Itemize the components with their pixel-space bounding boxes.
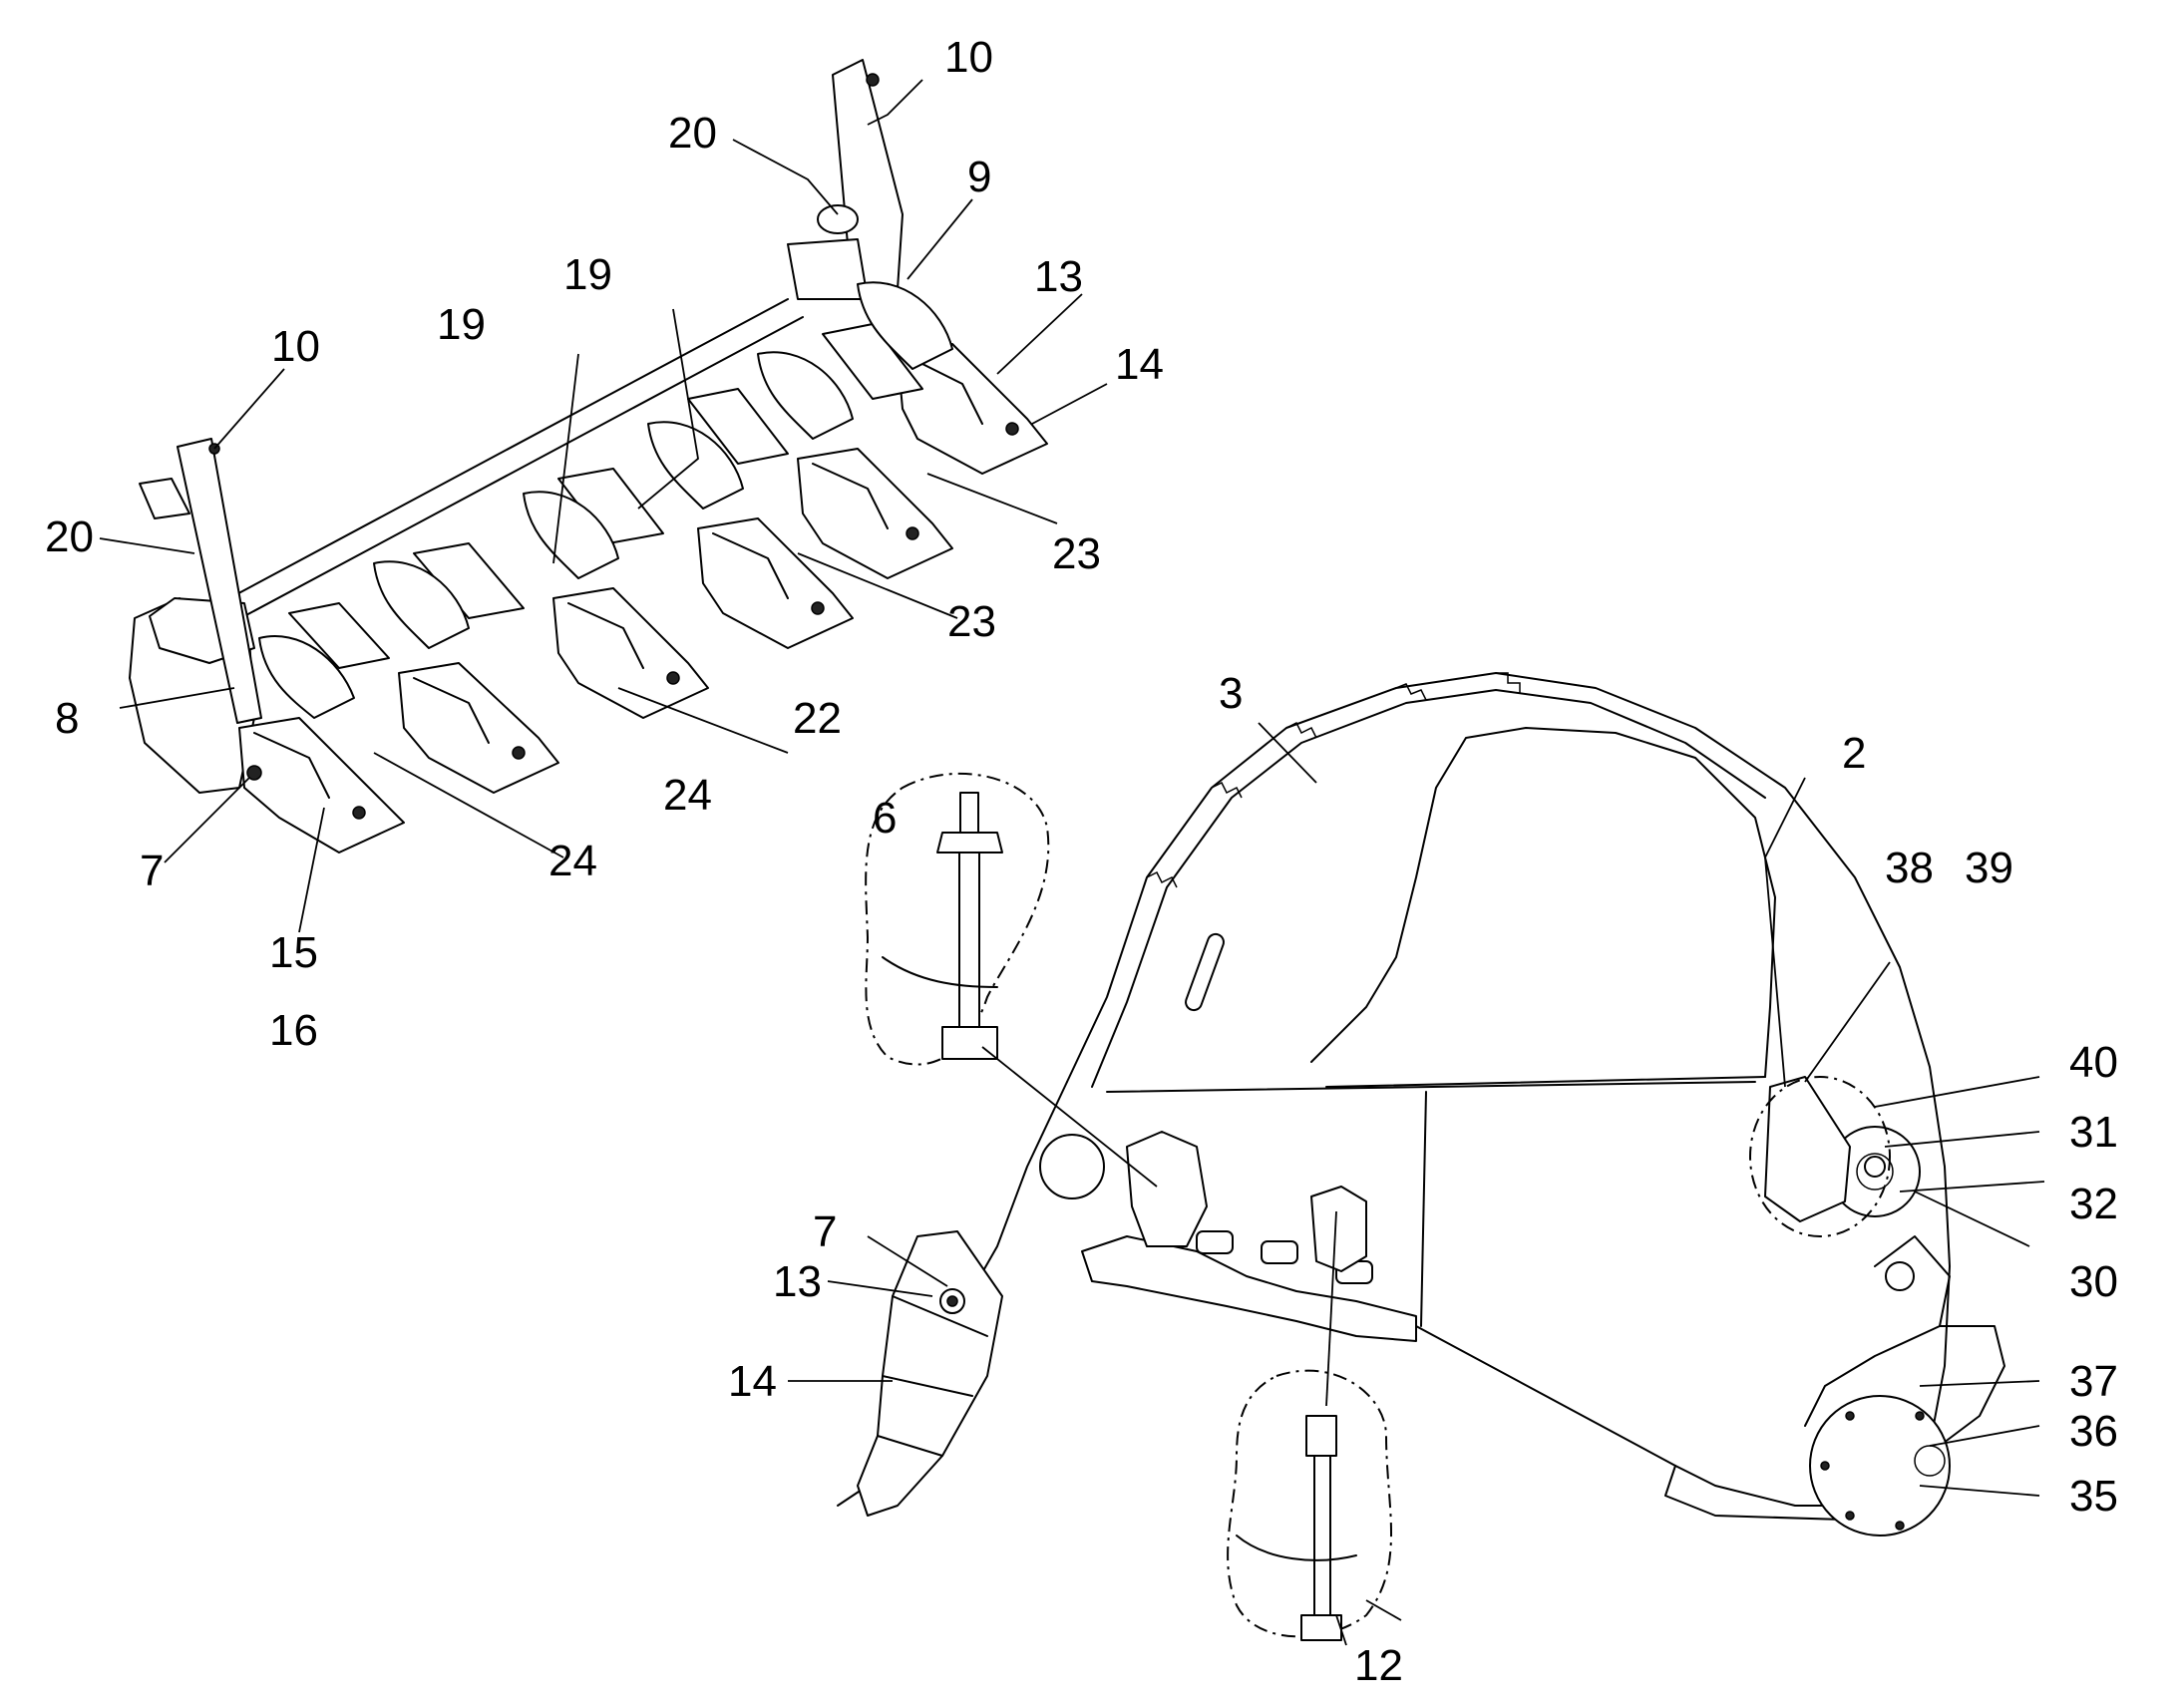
numeral-3: 3: [1219, 669, 1243, 718]
numeral-12: 12: [1354, 1641, 1403, 1690]
numeral-38: 38: [1885, 844, 1934, 892]
numeral-14-top: 14: [1115, 340, 1164, 389]
detail-circle-upper: [1749, 1076, 1891, 1237]
lug-disc-lower: [1809, 1395, 1951, 1537]
leader-lines: [99, 79, 2045, 1646]
numeral-35: 35: [2069, 1472, 2118, 1521]
numeral-31: 31: [2069, 1108, 2118, 1157]
numeral-7-bottom: 7: [813, 1207, 837, 1256]
adapter-6: [897, 343, 1048, 475]
numeral-13-top: 13: [1034, 252, 1083, 301]
numeral-7-left: 7: [140, 847, 164, 895]
side-shroud-left: [177, 438, 262, 724]
numeral-10-left: 10: [271, 322, 320, 371]
lip-assembly: [129, 59, 1048, 854]
tip-assembly: [857, 1230, 1003, 1517]
tooth-row: [258, 281, 953, 719]
numeral-19-top: 19: [563, 250, 612, 299]
numeral-20-top: 20: [668, 109, 717, 158]
numeral-24-lower: 24: [548, 837, 597, 885]
numeral-40: 40: [2069, 1038, 2118, 1087]
numeral-30: 30: [2069, 1257, 2118, 1306]
adapter-2: [398, 662, 559, 794]
numeral-23-lower: 23: [947, 597, 996, 646]
numeral-22: 22: [793, 694, 842, 743]
bucket-side-view: [837, 672, 2005, 1537]
numeral-8: 8: [55, 694, 79, 743]
detail-bolt-6: [865, 772, 1158, 1188]
numeral-15: 15: [269, 928, 318, 977]
numeral-32: 32: [2069, 1180, 2118, 1228]
numeral-39: 39: [1965, 844, 2013, 892]
numeral-37: 37: [2069, 1357, 2118, 1406]
adapter-3: [552, 587, 709, 719]
numeral-24-upper: 24: [663, 771, 712, 820]
reference-numerals: 10 20 9 19 13 14 10 19 20 23 23 8 22 24 …: [45, 33, 2118, 1690]
numeral-13-bottom: 13: [773, 1257, 822, 1306]
numeral-9: 9: [967, 153, 991, 201]
numeral-2: 2: [1842, 729, 1866, 778]
retainer-pins: [208, 73, 1019, 820]
adapter-5: [797, 448, 953, 579]
adapter-4: [697, 517, 854, 649]
numeral-36: 36: [2069, 1407, 2118, 1456]
numeral-20-left: 20: [45, 512, 94, 561]
numeral-14-bottom: 14: [728, 1357, 777, 1406]
numeral-6: 6: [873, 794, 897, 843]
numeral-16: 16: [269, 1006, 318, 1055]
detail-bolt-12: [1227, 1210, 1392, 1641]
adapter-1: [238, 717, 405, 854]
numeral-23-upper: 23: [1052, 529, 1101, 578]
numeral-10-top: 10: [944, 33, 993, 82]
numeral-19-mid: 19: [437, 300, 486, 349]
